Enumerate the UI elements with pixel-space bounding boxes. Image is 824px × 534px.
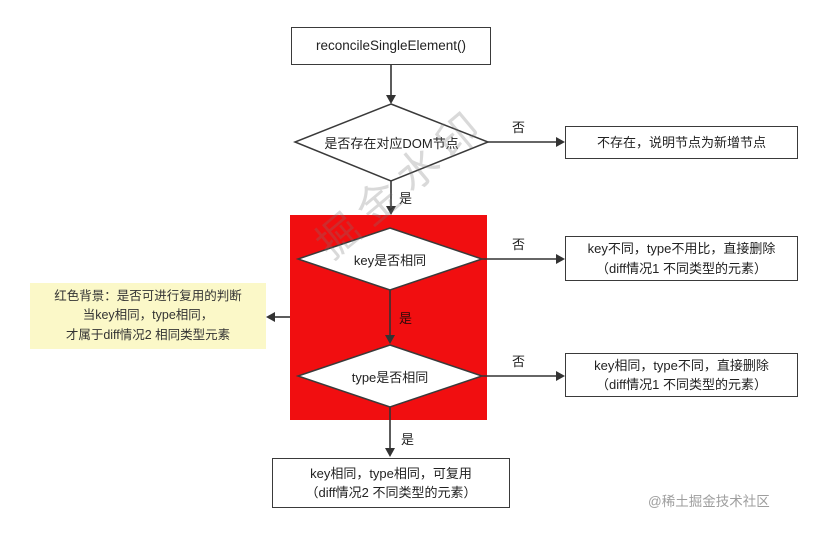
corner-watermark: @稀土掘金技术社区 — [648, 494, 770, 509]
result-key-diff-line1: key不同，type不用比，直接删除 — [587, 241, 776, 256]
result-type-diff-box: key相同，type不同，直接删除 （diff情况1 不同类型的元素） — [565, 353, 798, 397]
start-node: reconcileSingleElement() — [291, 27, 491, 65]
decision-key-diamond — [295, 227, 485, 291]
result-reusable-box: key相同，type相同，可复用 （diff情况2 不同类型的元素） — [272, 458, 510, 508]
arrowhead-icon — [266, 312, 275, 322]
decision-key-label: key是否相同 — [353, 252, 427, 268]
arrowhead-icon — [386, 206, 396, 215]
result-reusable-line1: key相同，type相同，可复用 — [310, 465, 472, 481]
note-line1: 红色背景：是否可进行复用的判断 — [54, 288, 242, 303]
decision-dom-node-label: 是否存在对应DOM节点 — [324, 136, 459, 151]
edge-label-no-d1: 否 — [512, 120, 526, 135]
decision-type-label: type是否相同 — [351, 369, 429, 385]
arrowhead-icon — [556, 371, 565, 381]
arrowhead-icon — [556, 254, 565, 264]
note-red-background-callout: 红色背景：是否可进行复用的判断 当key相同，type相同， 才属于diff情况… — [30, 283, 266, 349]
decision-dom-node-diamond — [292, 103, 491, 182]
edge-label-yes-d3: 是 — [401, 432, 415, 447]
edge-label-no-d2: 否 — [512, 237, 526, 252]
edge-label-no-d3: 否 — [512, 354, 526, 369]
result-new-node-label: 不存在，说明节点为新增节点 — [596, 134, 766, 150]
result-new-node-box: 不存在，说明节点为新增节点 — [565, 126, 798, 159]
note-line3: 才属于diff情况2 相同类型元素 — [65, 327, 231, 342]
result-reusable-line2: （diff情况2 不同类型的元素） — [305, 485, 477, 500]
arrowhead-icon — [386, 95, 396, 104]
result-key-diff-line2: （diff情况1 不同类型的元素） — [596, 260, 767, 276]
result-key-diff-box: key不同，type不用比，直接删除 （diff情况1 不同类型的元素） — [565, 236, 798, 281]
note-line2: 当key相同，type相同， — [82, 308, 214, 323]
result-type-diff-line2: （diff情况1 不同类型的元素） — [596, 377, 767, 392]
arrowhead-icon — [385, 448, 395, 457]
start-node-label: reconcileSingleElement() — [315, 37, 467, 53]
decision-type-diamond — [295, 344, 485, 408]
edge-label-yes-d1: 是 — [399, 191, 413, 206]
arrowhead-icon — [385, 335, 395, 344]
edge-label-yes-d2: 是 — [399, 311, 413, 326]
arrowhead-icon — [556, 137, 565, 147]
result-type-diff-line1: key相同，type不同，直接删除 — [594, 357, 769, 373]
